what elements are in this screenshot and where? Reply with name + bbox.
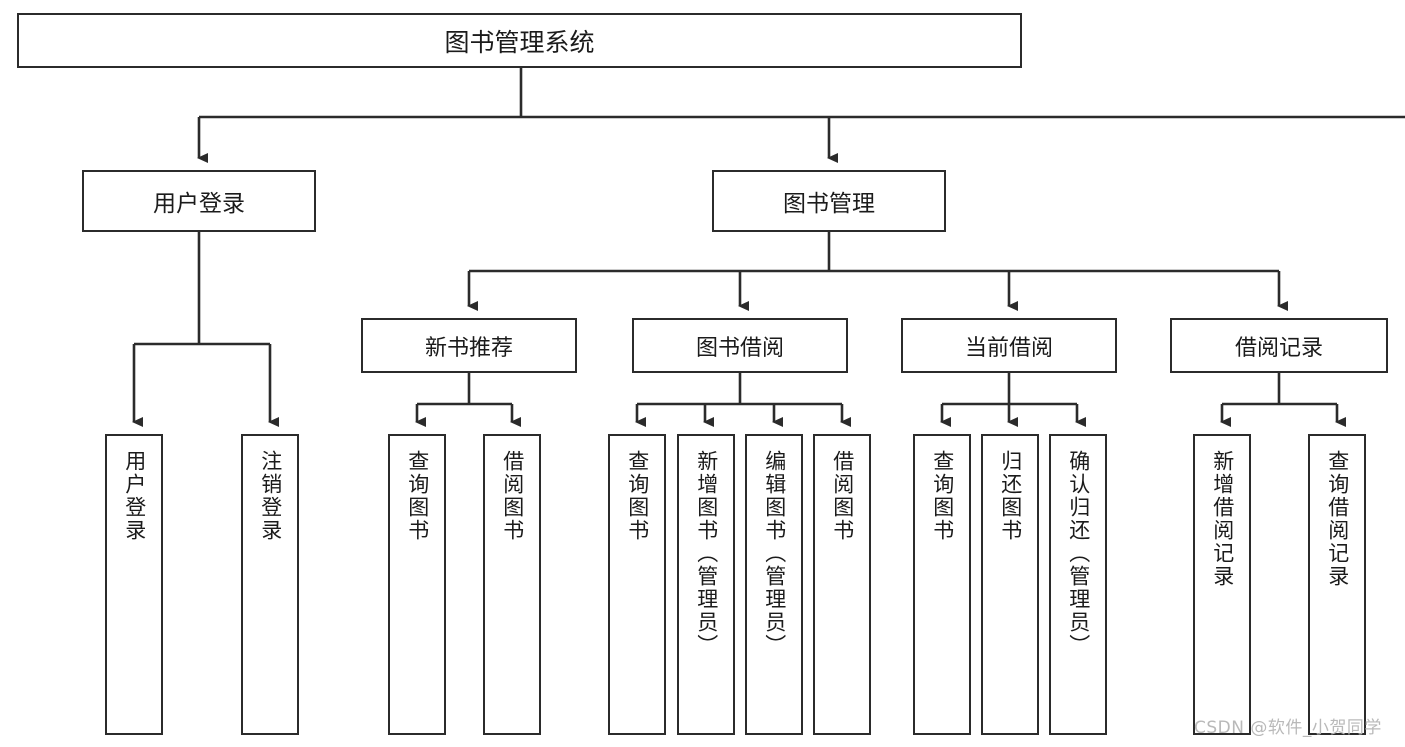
leaf-label: 归还图书 — [998, 450, 1023, 542]
node-label: 当前借阅 — [964, 335, 1053, 361]
node-label: 图书借阅 — [695, 335, 784, 361]
node-current-borrow[interactable]: 当前借阅 — [901, 318, 1117, 373]
leaf-query-book-2[interactable]: 查询图书 — [608, 434, 666, 735]
leaf-label: 新增借阅记录 — [1210, 450, 1235, 588]
node-label: 新书推荐 — [424, 335, 513, 361]
leaf-query-book-3[interactable]: 查询图书 — [913, 434, 971, 735]
leaf-logout[interactable]: 注销登录 — [241, 434, 299, 735]
node-book-borrow[interactable]: 图书借阅 — [632, 318, 848, 373]
node-label: 图书管理 — [783, 191, 875, 217]
watermark: CSDN @软件_小贺同学 — [1194, 718, 1382, 738]
node-label: 借阅记录 — [1234, 335, 1323, 361]
leaf-borrow-book-2[interactable]: 借阅图书 — [813, 434, 871, 735]
leaf-query-book-1[interactable]: 查询图书 — [388, 434, 446, 735]
leaf-label: 查询图书 — [405, 450, 430, 542]
leaf-borrow-book-1[interactable]: 借阅图书 — [483, 434, 541, 735]
leaf-label: 确认归还（管理员） — [1066, 450, 1091, 657]
node-root-label: 图书管理系统 — [444, 27, 595, 57]
node-root[interactable]: 图书管理系统 — [17, 13, 1022, 68]
leaf-label: 新增图书（管理员） — [694, 450, 719, 657]
leaf-add-book-admin[interactable]: 新增图书（管理员） — [677, 434, 735, 735]
leaf-label: 用户登录 — [122, 450, 147, 542]
leaf-user-login[interactable]: 用户登录 — [105, 434, 163, 735]
node-user-login[interactable]: 用户登录 — [82, 170, 316, 232]
leaf-query-borrow-record[interactable]: 查询借阅记录 — [1308, 434, 1366, 735]
node-borrow-record[interactable]: 借阅记录 — [1170, 318, 1388, 373]
node-book-management[interactable]: 图书管理 — [712, 170, 946, 232]
leaf-label: 查询图书 — [625, 450, 650, 542]
leaf-label: 查询图书 — [930, 450, 955, 542]
leaf-label: 查询借阅记录 — [1325, 450, 1350, 588]
leaf-label: 借阅图书 — [500, 450, 525, 542]
leaf-label: 编辑图书（管理员） — [762, 450, 787, 657]
leaf-return-book[interactable]: 归还图书 — [981, 434, 1039, 735]
node-new-book-recommend[interactable]: 新书推荐 — [361, 318, 577, 373]
leaf-label: 借阅图书 — [830, 450, 855, 542]
leaf-confirm-return-admin[interactable]: 确认归还（管理员） — [1049, 434, 1107, 735]
leaf-add-borrow-record[interactable]: 新增借阅记录 — [1193, 434, 1251, 735]
node-label: 用户登录 — [153, 191, 245, 217]
leaf-label: 注销登录 — [258, 450, 283, 542]
leaf-edit-book-admin[interactable]: 编辑图书（管理员） — [745, 434, 803, 735]
